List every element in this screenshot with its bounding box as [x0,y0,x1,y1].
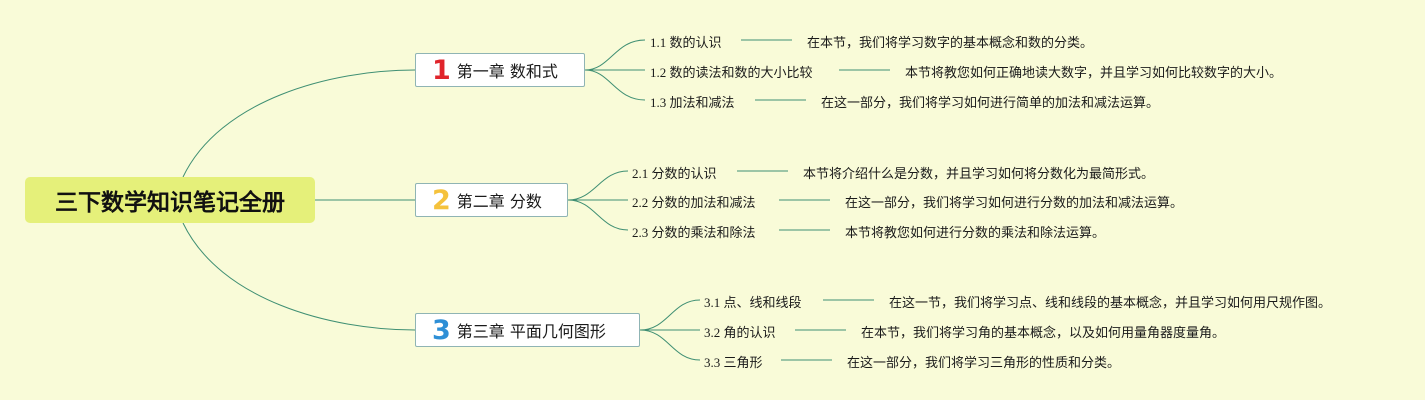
section-node-3-2[interactable]: 3.2 角的认识 [704,325,776,340]
section-desc-2-3: 本节将教您如何进行分数的乘法和除法运算。 [845,225,1106,240]
connector-ch1-s3 [584,69,646,101]
section-desc-3-3: 在这一部分，我们将学习三角形的性质和分类。 [847,355,1121,370]
connector-ch1-s1 [584,39,646,71]
section-node-2-3[interactable]: 2.3 分数的乘法和除法 [632,225,756,240]
section-desc-2-1: 本节将介绍什么是分数，并且学习如何将分数化为最简形式。 [803,166,1155,181]
section-node-1-1[interactable]: 1.1 数的认识 [650,35,722,50]
section-desc-1-2: 本节将教您如何正确地读大数字，并且学习如何比较数字的大小。 [905,65,1283,80]
chapter-title-3: 第三章 平面几何图形 [456,322,606,341]
chapter-number-2: 2 [432,184,451,216]
section-desc-1-1: 在本节，我们将学习数字的基本概念和数的分类。 [807,35,1094,50]
section-node-2-2[interactable]: 2.2 分数的加法和减法 [632,195,756,210]
section-desc-2-2: 在这一部分，我们将学习如何进行分数的加法和减法运算。 [845,195,1184,210]
chapter-node-1[interactable]: 1 第一章 数和式 [415,53,585,87]
chapter-title-2: 第二章 分数 [456,192,542,211]
section-node-1-3[interactable]: 1.3 加法和减法 [650,95,735,110]
section-desc-1-3: 在这一部分，我们将学习如何进行简单的加法和减法运算。 [821,95,1160,110]
chapter-node-3[interactable]: 3 第三章 平面几何图形 [415,313,640,347]
chapter-number-1: 1 [432,54,451,86]
root-title: 三下数学知识笔记全册 [55,190,285,216]
section-desc-3-2: 在本节，我们将学习角的基本概念，以及如何用量角器度量角。 [861,325,1226,340]
root-node[interactable]: 三下数学知识笔记全册 [25,177,315,223]
section-node-3-1[interactable]: 3.1 点、线和线段 [704,295,802,310]
connector-root-chapter3 [182,222,416,331]
connector-ch2-s1 [567,170,629,201]
chapter-number-3: 3 [432,314,451,346]
section-desc-3-1: 在这一节，我们将学习点、线和线段的基本概念，并且学习如何用尺规作图。 [889,295,1332,310]
chapter-title-1: 第一章 数和式 [456,62,558,81]
chapter-node-2[interactable]: 2 第二章 分数 [415,183,568,217]
connector-ch3-s3 [639,329,701,361]
section-node-2-1[interactable]: 2.1 分数的认识 [632,166,717,181]
section-node-3-3[interactable]: 3.3 三角形 [704,355,763,370]
connector-ch2-s3 [567,199,629,231]
connector-ch3-s1 [639,299,701,331]
connector-root-chapter1 [182,69,416,178]
section-node-1-2[interactable]: 1.2 数的读法和数的大小比较 [650,65,813,80]
